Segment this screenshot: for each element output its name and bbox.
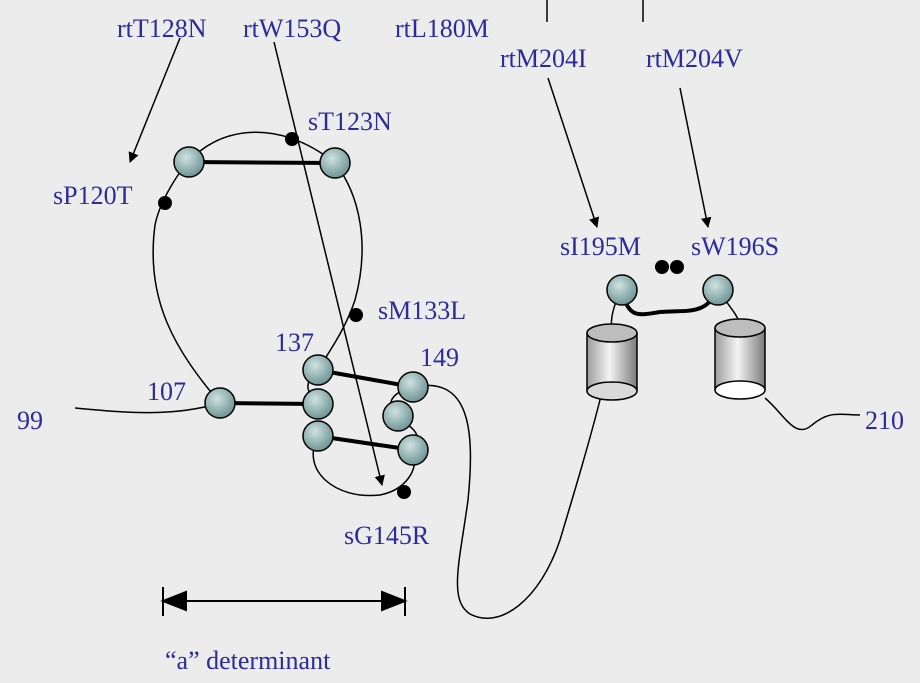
label-rtW153Q: rtW153Q — [243, 14, 342, 43]
bead — [606, 274, 638, 306]
label-sW196S: sW196S — [691, 232, 780, 261]
protein-chain — [74, 0, 861, 619]
helix-cylinders — [586, 318, 766, 401]
a-determinant-bracket — [160, 587, 408, 616]
bead — [173, 146, 205, 178]
label-sP120T: sP120T — [53, 181, 133, 210]
label-pos149: 149 — [420, 343, 459, 372]
chain-upper-loop — [152, 161, 221, 404]
arrow-rtM204V — [679, 87, 712, 229]
bead — [319, 147, 351, 179]
disulfide-bonds — [188, 160, 720, 452]
label-sG145R: sG145R — [344, 521, 430, 550]
label-sI195M: sI195M — [560, 232, 641, 261]
dot-sT123N — [285, 132, 299, 146]
bead — [204, 387, 236, 419]
label-sT123N: sT123N — [308, 107, 392, 136]
bond-107 — [219, 401, 319, 406]
bond-top — [188, 160, 336, 165]
chain-loop-top — [188, 131, 336, 164]
bond-lower — [317, 434, 414, 452]
label-rtT128N: rtT128N — [117, 14, 207, 43]
bead — [302, 388, 334, 420]
label-rtM204V: rtM204V — [646, 44, 743, 73]
bead — [382, 400, 414, 432]
label-pos210: 210 — [865, 406, 904, 435]
label-pos137: 137 — [275, 328, 314, 357]
dot-sG145R — [397, 485, 411, 499]
label-a-determinant: “a” determinant — [165, 646, 331, 675]
beads — [173, 146, 734, 466]
bond-helix — [620, 289, 720, 317]
mutation-dots — [158, 132, 684, 499]
bead — [302, 354, 334, 386]
bead — [397, 371, 429, 403]
label-sM133L: sM133L — [378, 296, 467, 325]
arrow-rtT128N — [128, 37, 181, 163]
dot-sM133L — [349, 308, 363, 322]
label-rtM204I: rtM204I — [500, 44, 587, 73]
dot-sP120T — [158, 196, 172, 210]
bead — [702, 274, 734, 306]
dot-sW196S — [670, 260, 684, 274]
arrow-rtW153Q — [273, 41, 385, 487]
label-pos107: 107 — [147, 377, 186, 406]
arrow-rtM204I — [547, 77, 600, 228]
chain-cluster-bottom — [312, 435, 416, 497]
chain-right-descent — [317, 162, 363, 371]
label-rtL180M: rtL180M — [395, 14, 489, 43]
chain-long-loop — [412, 384, 603, 619]
dot-sI195M — [655, 260, 669, 274]
chain-cterm — [764, 397, 861, 431]
cylinder-right — [714, 318, 766, 400]
bead — [397, 434, 429, 466]
label-pos99: 99 — [17, 406, 43, 435]
arrows — [128, 37, 712, 487]
bond-137-149 — [317, 368, 414, 389]
bead — [302, 420, 334, 452]
chain-nterm — [74, 402, 221, 414]
cylinder-left — [586, 323, 638, 401]
